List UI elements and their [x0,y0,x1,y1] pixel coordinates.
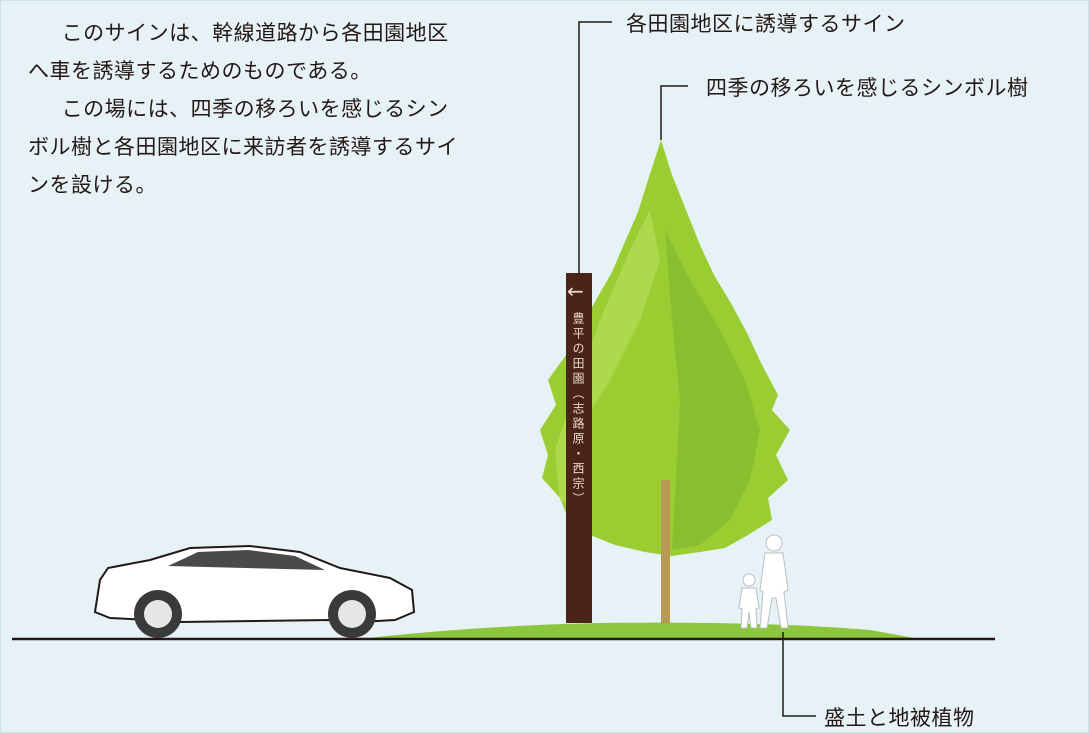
person-child [738,573,760,629]
car-windows [168,550,325,570]
sign-post-text: 豊平の田園（志路原・西宗） [571,312,585,507]
description-paragraph-1: このサインは、幹線道路から各田園地区へ車を誘導するためのものである。 [28,21,449,83]
sign-leader-line [578,21,612,273]
tree-trunk [661,480,670,623]
tree-label: 四季の移ろいを感じるシンボル樹 [706,76,1029,100]
ground-label: 盛土と地被植物 [824,706,975,730]
sign-arrow-icon: ← [567,279,584,303]
person-adult [759,534,789,629]
description-paragraph-2: この場には、四季の移ろいを感じるシンボル樹と各田園地区に来訪者を誘導するサインを… [28,97,458,197]
sign-label: 各田園地区に誘導するサイン [626,12,906,36]
tree-foliage-highlight [555,210,660,510]
car [93,544,416,638]
tree-foliage-shadow [665,230,760,550]
sign-post [566,273,592,623]
tree-leader-line [660,85,688,140]
ground-mound [360,622,920,639]
description-text: このサインは、幹線道路から各田園地区へ車を誘導するためのものである。 この場には… [28,14,458,204]
symbol-tree [540,140,790,623]
car-front-rim [144,600,172,628]
car-rear-rim [338,600,366,628]
ground-leader-line [782,632,816,717]
